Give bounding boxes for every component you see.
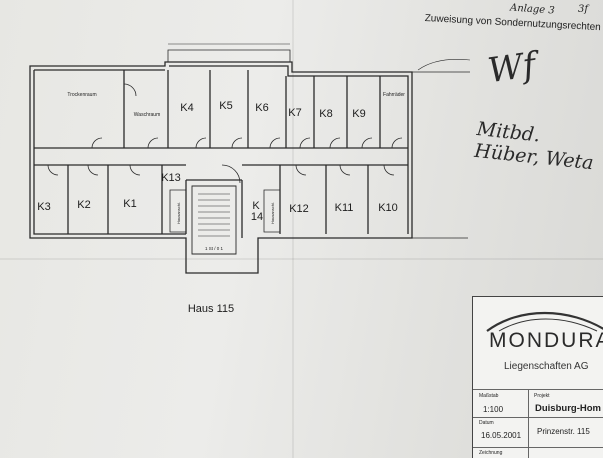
label-stair-note: 1 St / 0 1 (205, 246, 224, 251)
title-block-row (473, 447, 603, 448)
room-label-k2: K2 (77, 199, 90, 211)
label-hausanschluss-left: Hausanschl. (176, 202, 181, 224)
scale-label: Maßstab (479, 393, 499, 399)
date-value: 16.05.2001 (481, 431, 522, 440)
room-label-k1: K1 (123, 198, 136, 210)
mondura-arch-icon (486, 311, 603, 332)
room-label-k8: K8 (319, 108, 332, 120)
company-subtitle: Liegenschaften AG (504, 361, 589, 372)
title-block-divider (528, 389, 529, 458)
company-name: MONDURA (489, 329, 603, 352)
project-value: Duisburg-Hom (535, 403, 601, 414)
label-hausanschluss-right: Hausanschl. (270, 202, 275, 224)
page-ref: 3f (578, 4, 589, 15)
room-label-k4: K4 (180, 102, 193, 114)
room-label-k14-line2: 14 (251, 211, 263, 223)
room-label-k10: K10 (378, 202, 398, 214)
room-label-waschraum: Waschraum (134, 112, 161, 118)
room-label-k11: K11 (335, 202, 354, 214)
fold-line (0, 258, 603, 260)
project-label: Projekt (534, 393, 550, 399)
drawing-label: Zeichnung (479, 450, 503, 456)
room-label-k7: K7 (288, 107, 301, 119)
scale-value: 1:100 (483, 405, 504, 414)
room-label-k6: K6 (255, 102, 268, 114)
title-block-row (473, 389, 603, 390)
fold-line (292, 0, 294, 458)
room-label-k13: K13 (161, 172, 181, 184)
room-label-k14-line1: K (252, 200, 260, 212)
room-label-k12: K12 (289, 203, 309, 215)
address-value: Prinzenstr. 115 (537, 427, 590, 436)
room-label-k3: K3 (37, 201, 50, 213)
room-label-fahrrad: Fahrräder (383, 92, 405, 98)
title-block: MONDURA Liegenschaften AG Maßstab 1:100 … (472, 296, 603, 458)
room-label-k5: K5 (219, 100, 232, 112)
plan-caption: Haus 115 (188, 303, 234, 315)
title-block-row (473, 417, 603, 418)
room-label-trockenraum: Trockenraum (67, 92, 96, 98)
room-label-k9: K9 (352, 108, 365, 120)
date-label: Datum (479, 420, 494, 426)
